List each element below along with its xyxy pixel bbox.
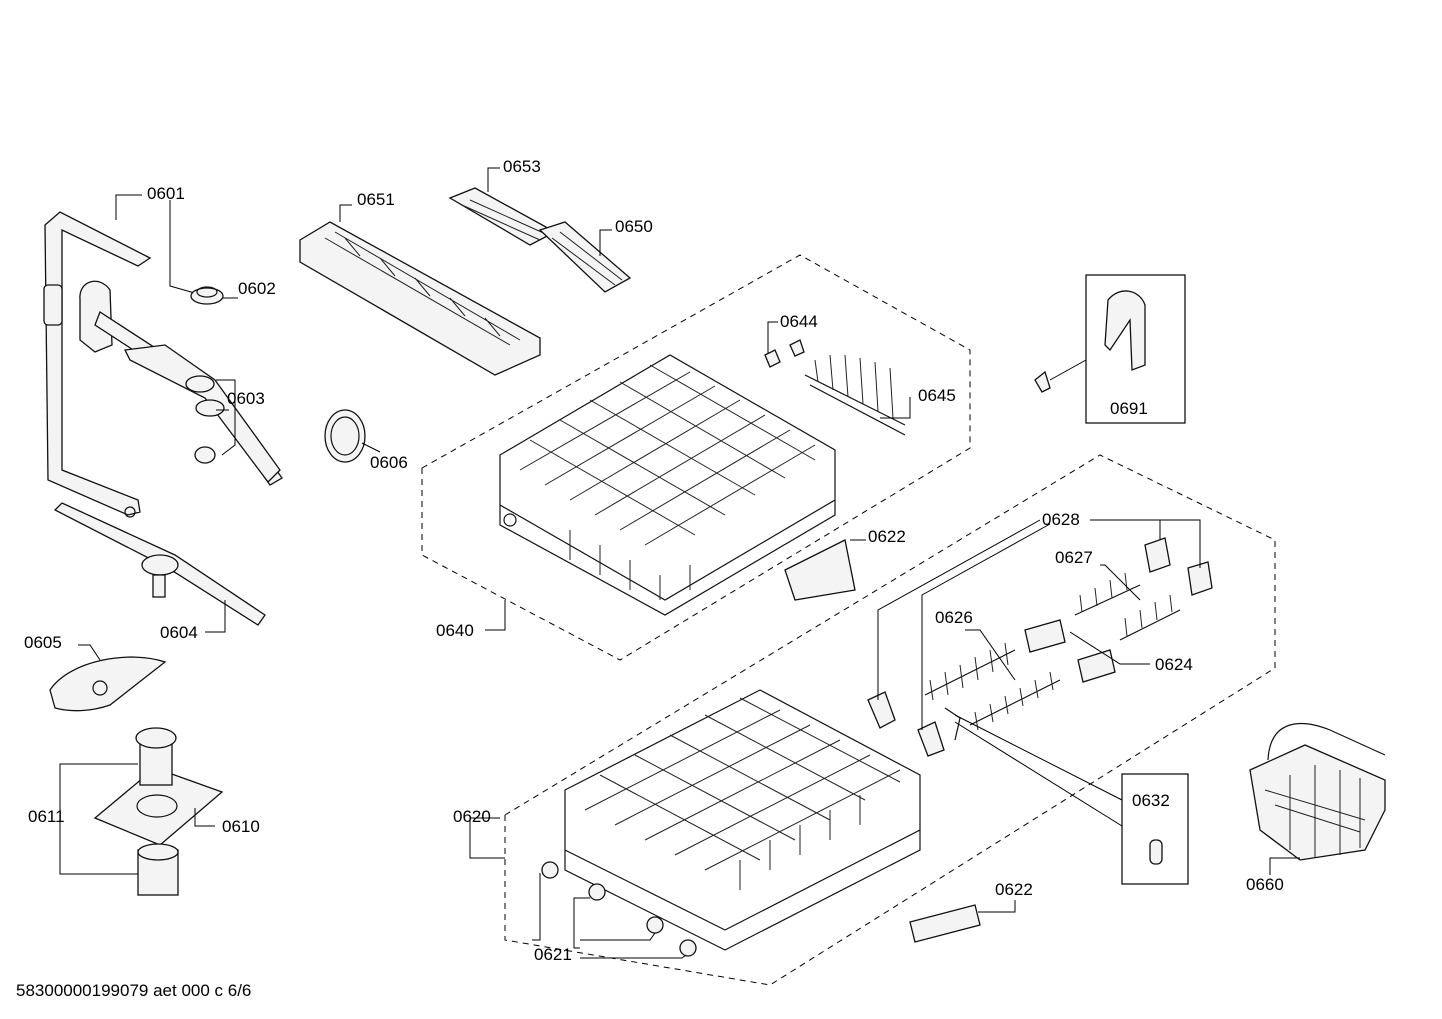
leader-0622b — [978, 900, 1016, 913]
coupling-part — [190, 286, 224, 305]
lower-spray-arm-part — [53, 502, 266, 626]
cover-plate-part — [49, 656, 167, 712]
leader-0653 — [487, 167, 500, 192]
leader-0651 — [339, 204, 352, 222]
folding-tines-part — [924, 642, 1061, 731]
callout-0605: 0605 — [24, 633, 62, 652]
callout-0604: 0604 — [160, 623, 198, 642]
callout-0622-upper: 0622 — [868, 527, 906, 546]
leader-0605 — [78, 644, 101, 661]
callout-0651: 0651 — [357, 190, 395, 209]
clip-part — [764, 339, 805, 368]
callout-0691: 0691 — [1110, 399, 1148, 418]
hinge-clip-part — [1034, 290, 1146, 393]
upper-basket-part — [499, 354, 836, 616]
leader-0601b — [169, 200, 199, 295]
leader-0628c — [877, 519, 1041, 700]
leader-0603 — [216, 379, 236, 456]
rack-clip-part — [1024, 619, 1116, 683]
callout-0660: 0660 — [1246, 875, 1284, 894]
callout-0644: 0644 — [780, 312, 818, 331]
tray-insert-lower-part — [538, 221, 632, 293]
callout-0628: 0628 — [1042, 510, 1080, 529]
cutlery-basket-part — [1249, 723, 1386, 861]
wheel-part — [541, 861, 697, 957]
leader-0620 — [469, 817, 505, 859]
filter-assembly-part — [93, 727, 224, 896]
callout-0640: 0640 — [436, 621, 474, 640]
callout-0626: 0626 — [935, 608, 973, 627]
callout-0602: 0602 — [238, 279, 276, 298]
callout-0611: 0611 — [28, 807, 65, 826]
leader-0645 — [880, 397, 911, 419]
basket-handle-upper-part — [784, 539, 856, 601]
basket-handle-lower-part — [909, 904, 981, 943]
leader-0632 — [954, 714, 1123, 801]
leader-0624 — [1069, 631, 1150, 665]
leader-0626 — [965, 629, 1016, 681]
tine-rack-pair-part — [1074, 572, 1181, 641]
leader-0611 — [59, 763, 138, 875]
detail-box-0632 — [1121, 773, 1189, 885]
leader-0628d — [921, 523, 1051, 730]
lower-basket-group-outline — [504, 454, 1276, 986]
callout-0653: 0653 — [503, 157, 541, 176]
leader-0644 — [767, 321, 778, 353]
cutlery-tray-part — [299, 221, 541, 376]
callout-0632: 0632 — [1132, 791, 1170, 810]
callout-0645: 0645 — [918, 386, 956, 405]
leader-0606 — [361, 442, 381, 453]
tray-insert-upper-part — [448, 187, 557, 246]
leader-0621 — [532, 873, 541, 941]
lower-basket-part — [564, 689, 921, 951]
leader-0632b — [954, 721, 1123, 827]
callout-0620: 0620 — [453, 807, 491, 826]
spray-nozzle-part — [324, 409, 366, 463]
leader-0604 — [205, 600, 226, 633]
callout-0624: 0624 — [1155, 655, 1193, 674]
callout-0610: 0610 — [222, 817, 260, 836]
leader-0601 — [115, 194, 142, 220]
spray-supply-pipe-part — [43, 211, 152, 518]
leader-0610 — [194, 808, 215, 827]
callout-0603: 0603 — [227, 389, 265, 408]
leader-0621c — [580, 932, 656, 941]
callout-0650: 0650 — [615, 217, 653, 236]
document-code: 58300000199079 aet 000 c 6/6 — [16, 981, 252, 1000]
leader-0628 — [1090, 519, 1201, 568]
leader-0621b — [573, 897, 590, 949]
callout-0627: 0627 — [1055, 548, 1093, 567]
upper-basket-group-outline — [421, 254, 971, 661]
upper-spray-arm-part — [79, 280, 283, 486]
leader-0621d — [580, 954, 687, 959]
tine-rack-part — [804, 354, 906, 436]
leader-0660 — [1269, 857, 1300, 875]
holder-part — [867, 537, 1213, 757]
pin-part — [944, 707, 1163, 865]
callout-0622-lower: 0622 — [995, 880, 1033, 899]
callout-0606: 0606 — [370, 453, 408, 472]
leader-0627 — [1100, 564, 1141, 601]
leader-0650 — [599, 229, 612, 256]
leader-0691 — [1049, 359, 1087, 381]
callout-0621: 0621 — [534, 945, 572, 964]
callout-0601: 0601 — [147, 184, 185, 203]
leader-0640 — [485, 600, 506, 631]
